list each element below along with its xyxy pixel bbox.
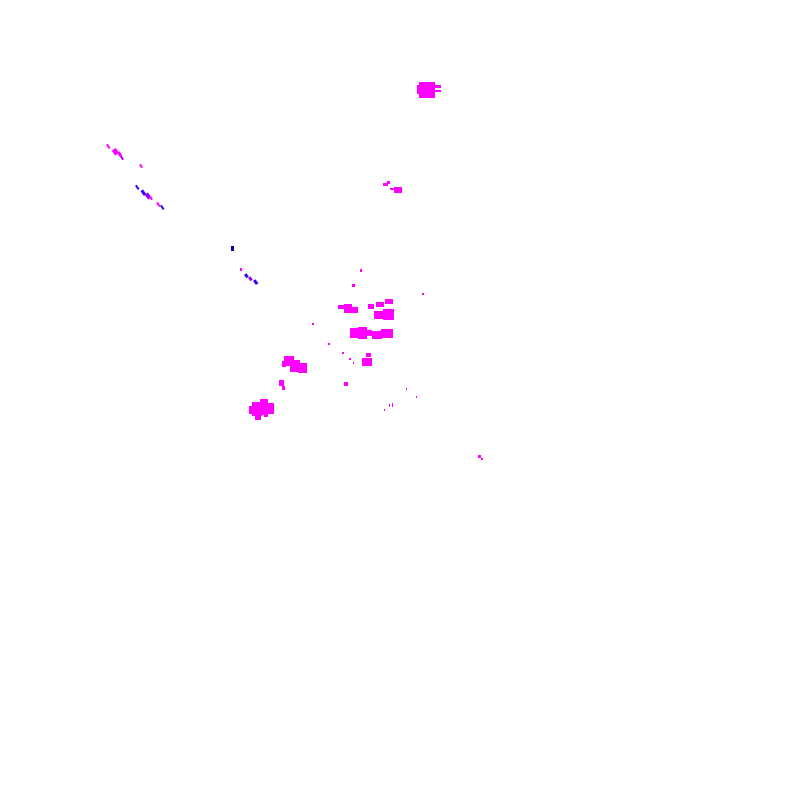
echo-cell [416, 396, 417, 398]
echo-cell [106, 143, 111, 150]
echo-streak-mid-left [231, 246, 259, 286]
echo-cluster-small [383, 181, 402, 193]
echo-cell [358, 327, 367, 339]
echo-cell [342, 352, 344, 354]
echo-cell [139, 163, 143, 169]
echo-cell [344, 382, 348, 386]
echo-cell [390, 188, 394, 190]
echo-cell [372, 331, 382, 339]
echo-cell [244, 273, 249, 279]
echo-cell [352, 307, 358, 313]
echo-cell [312, 323, 314, 325]
echo-cell [298, 363, 307, 373]
echo-cell [353, 362, 354, 364]
echo-cell [231, 246, 234, 251]
echo-cell [419, 82, 435, 98]
echo-cell [344, 304, 352, 313]
echo-cell [386, 314, 392, 320]
echo-cell [422, 293, 424, 295]
echo-cell [350, 328, 359, 338]
echo-cell [111, 147, 120, 156]
echo-cell [383, 183, 388, 186]
echo-cell [381, 329, 393, 338]
echo-cell [417, 85, 420, 94]
echo-cell [290, 360, 300, 372]
echo-cell [255, 414, 261, 420]
echo-cell [149, 195, 153, 201]
echo-cell [252, 402, 262, 416]
echo-cell [387, 181, 390, 184]
echo-cluster-center [312, 269, 483, 460]
echo-cell [406, 388, 407, 390]
echo-streak-upper-left [106, 143, 165, 211]
echo-cell [394, 187, 402, 193]
echo-cell [367, 330, 372, 336]
echo-cell [366, 353, 371, 357]
echo-cell [433, 90, 441, 92]
echo-cell [260, 399, 268, 415]
echo-cluster-lower-1 [279, 356, 307, 390]
echo-cell [374, 311, 384, 319]
echo-cell [264, 413, 268, 417]
echo-cell [135, 184, 140, 191]
echo-cell [368, 304, 374, 309]
echo-cell [140, 189, 147, 197]
echo-cell [282, 361, 286, 367]
echo-cell [384, 409, 385, 411]
echo-cell [248, 276, 253, 282]
echo-cell [240, 268, 242, 271]
echo-cell [117, 151, 123, 158]
echo-cell [433, 85, 441, 88]
echo-cell [253, 279, 259, 286]
echo-cell [279, 380, 284, 386]
echo-specks [342, 352, 417, 411]
echo-cluster-top [417, 82, 441, 98]
echo-cell [349, 358, 351, 360]
echo-cell [120, 155, 124, 161]
echo-cell [156, 201, 161, 208]
echo-cell [160, 204, 165, 211]
echo-cell [385, 299, 393, 304]
echo-cell [389, 404, 390, 407]
echo-cell [338, 305, 344, 309]
echo-cell [282, 386, 285, 390]
echo-cell [392, 403, 393, 407]
echo-cluster-lower-2 [249, 399, 274, 420]
echo-cell [376, 302, 384, 307]
echo-cell [284, 356, 294, 366]
echo-cell [328, 343, 330, 345]
echo-cell [481, 458, 483, 460]
echo-cell [266, 403, 274, 414]
echo-cell [360, 269, 362, 272]
echo-cell [352, 284, 355, 287]
echo-cell [362, 358, 372, 366]
echo-cell [478, 455, 481, 458]
echo-cell [249, 406, 253, 414]
